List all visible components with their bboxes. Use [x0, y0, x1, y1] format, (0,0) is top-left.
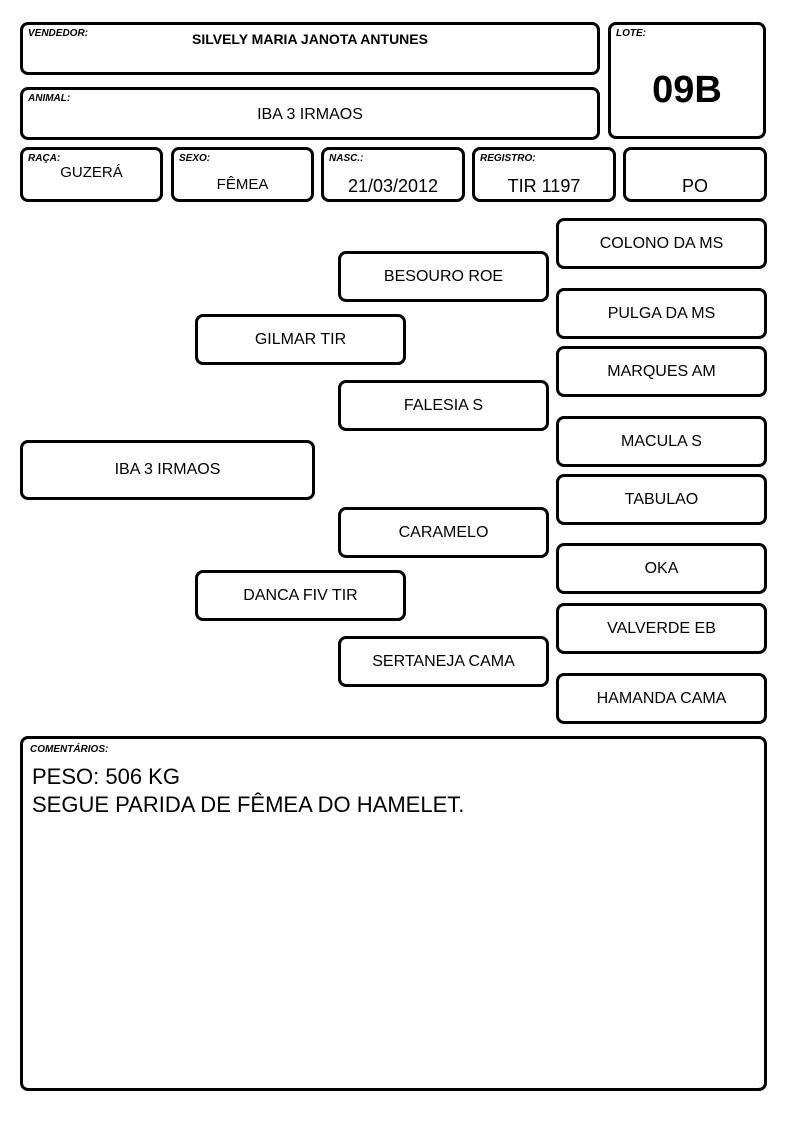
pedigree-sire-sire: BESOURO ROE [338, 251, 549, 302]
seller-label: VENDEDOR: [28, 28, 89, 39]
animal-label: ANIMAL: [28, 93, 71, 104]
category-box: PO [623, 147, 767, 202]
pedigree-dam-dam: SERTANEJA CAMA [338, 636, 549, 687]
pedigree-dam: DANCA FIV TIR [195, 570, 406, 621]
pedigree-ggp-2: PULGA DA MS [556, 288, 767, 339]
pedigree-ggp-6: OKA [556, 543, 767, 594]
sex-box: SEXO: FÊMEA [171, 147, 314, 202]
lot-box: LOTE: 09B [608, 22, 766, 139]
birth-box: NASC.: 21/03/2012 [321, 147, 465, 202]
comments-text: PESO: 506 KG SEGUE PARIDA DE FÊMEA DO HA… [32, 763, 464, 819]
breed-value: GUZERÁ [60, 164, 123, 181]
pedigree-ggp-4: MACULA S [556, 416, 767, 467]
breed-box: RAÇA: GUZERÁ [20, 147, 163, 202]
pedigree-ggp-5: TABULAO [556, 474, 767, 525]
comments-label: COMENTÁRIOS: [30, 744, 109, 755]
lot-label: LOTE: [616, 28, 646, 39]
birth-label: NASC.: [329, 153, 364, 164]
comments-box: COMENTÁRIOS: PESO: 506 KG SEGUE PARIDA D… [20, 736, 767, 1091]
breed-label: RAÇA: [28, 153, 61, 164]
animal-name: IBA 3 IRMAOS [257, 106, 363, 123]
registry-label: REGISTRO: [480, 153, 536, 164]
comment-weight: PESO: 506 KG [32, 764, 180, 789]
registry-box: REGISTRO: TIR 1197 [472, 147, 616, 202]
seller-name: SILVELY MARIA JANOTA ANTUNES [192, 31, 428, 47]
seller-box: VENDEDOR: SILVELY MARIA JANOTA ANTUNES [20, 22, 600, 75]
pedigree-animal: IBA 3 IRMAOS [20, 440, 315, 500]
registry-value: TIR 1197 [507, 176, 581, 196]
sex-label: SEXO: [179, 153, 211, 164]
pedigree-ggp-7: VALVERDE EB [556, 603, 767, 654]
birth-value: 21/03/2012 [347, 176, 439, 196]
pedigree-ggp-3: MARQUES AM [556, 346, 767, 397]
category-value: PO [681, 176, 708, 196]
pedigree-sire-dam: FALESIA S [338, 380, 549, 431]
comment-note: SEGUE PARIDA DE FÊMEA DO HAMELET. [32, 792, 465, 817]
pedigree-dam-sire: CARAMELO [338, 507, 549, 558]
sex-value: FÊMEA [216, 176, 269, 193]
pedigree-ggp-1: COLONO DA MS [556, 218, 767, 269]
animal-box: ANIMAL: IBA 3 IRMAOS [20, 87, 600, 140]
pedigree-ggp-8: HAMANDA CAMA [556, 673, 767, 724]
lot-number: 09B [652, 69, 722, 111]
pedigree-sire: GILMAR TIR [195, 314, 406, 365]
